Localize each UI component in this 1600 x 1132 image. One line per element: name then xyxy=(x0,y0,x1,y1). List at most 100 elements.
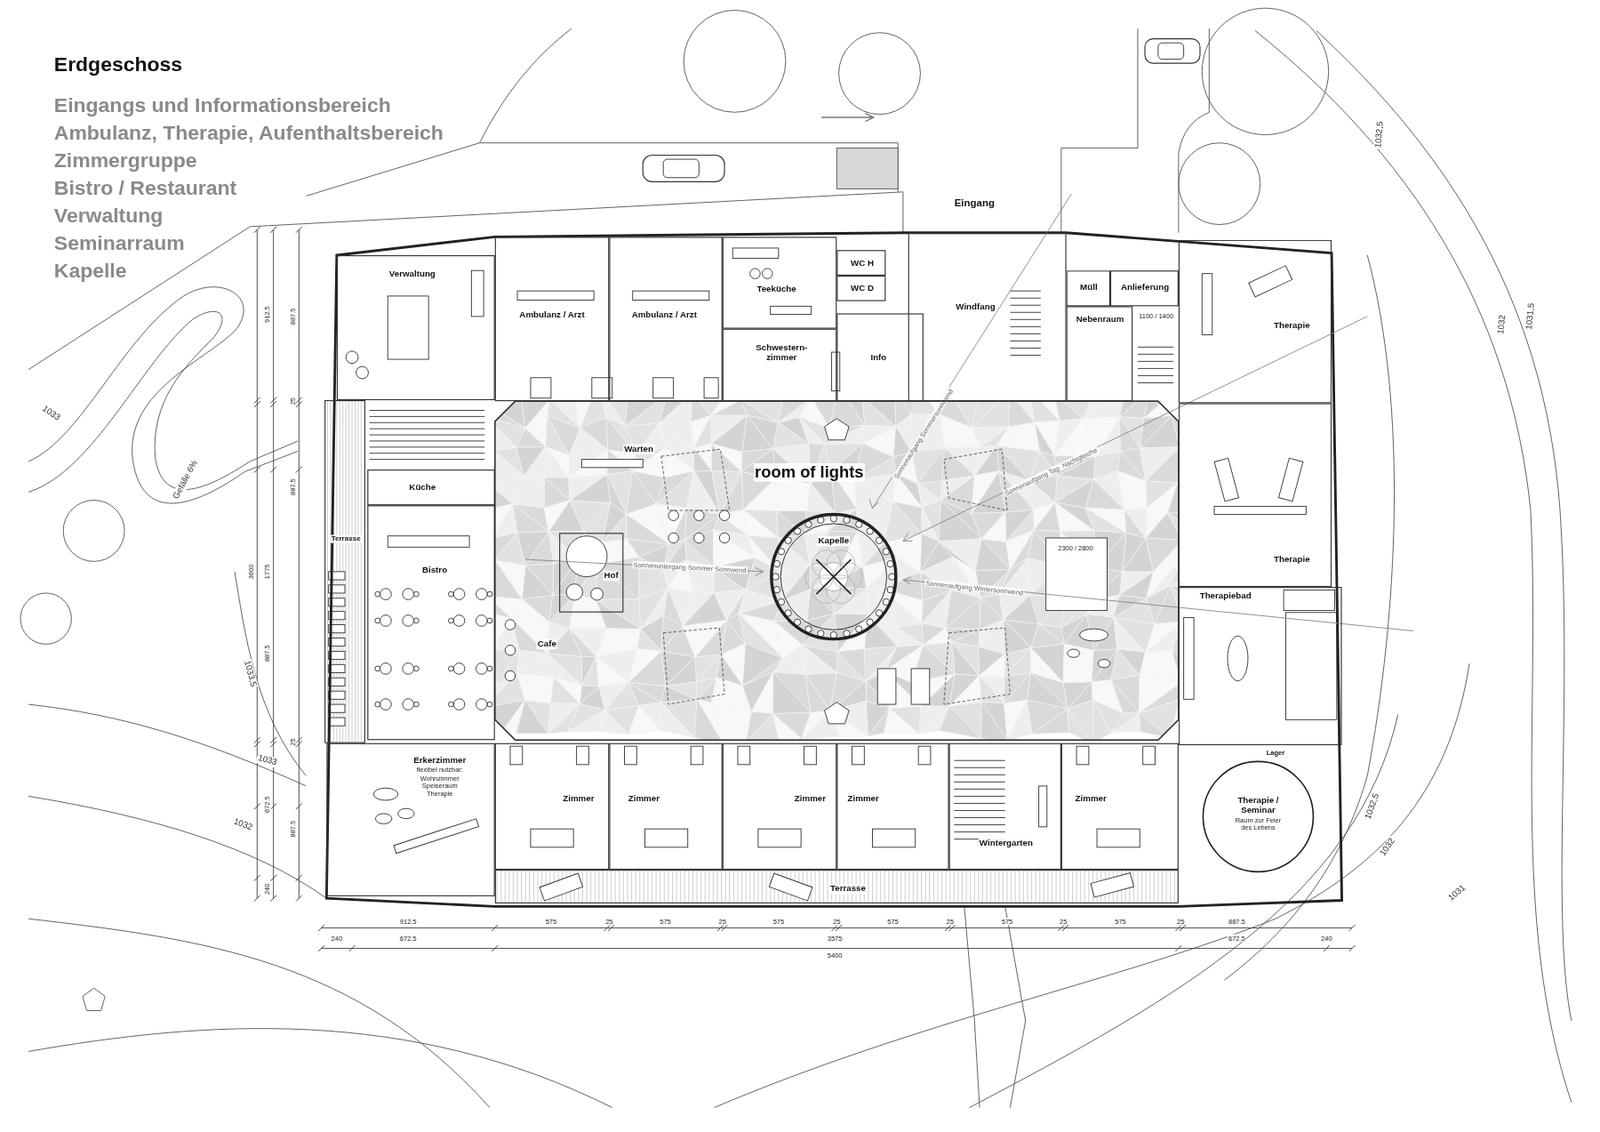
stair-tread xyxy=(1137,353,1174,355)
terrace-hatch xyxy=(936,870,938,903)
window-seat xyxy=(1143,745,1156,765)
stair-tread xyxy=(953,795,1005,797)
mosaic-tile xyxy=(802,645,838,675)
terrace-hatch xyxy=(586,870,588,903)
gravel-area xyxy=(836,147,898,189)
mosaic-tile xyxy=(978,675,1004,704)
stair-tread xyxy=(1137,346,1174,348)
room-text-group: Kapelle xyxy=(816,536,850,546)
table xyxy=(476,588,488,600)
pentagon-column xyxy=(824,418,850,440)
terrace-hatch xyxy=(917,870,919,903)
terrace-hatch xyxy=(892,870,894,903)
dimension: 25 xyxy=(288,736,297,747)
mosaic-tile xyxy=(939,705,982,738)
room-name: Zimmer xyxy=(627,793,662,804)
terrace-hatch xyxy=(590,870,592,903)
window-seat xyxy=(918,745,931,765)
stair-tread xyxy=(953,760,1005,761)
mosaic-tile xyxy=(521,565,553,600)
atrium-outline xyxy=(495,400,1179,740)
mosaic-tile xyxy=(595,600,640,630)
car xyxy=(642,154,725,182)
mosaic-tile xyxy=(827,508,857,531)
table xyxy=(402,615,415,627)
chair xyxy=(375,591,381,597)
room-name: Therapie / Seminar xyxy=(1230,795,1287,816)
terrace-hatch xyxy=(1145,870,1147,903)
chapel-column xyxy=(772,573,779,580)
clinic-room: Ambulanz / Arzt xyxy=(495,236,610,401)
sun-line xyxy=(869,193,1072,509)
contour-line xyxy=(714,663,1470,1107)
mosaic-tile xyxy=(775,478,807,511)
mosaic-tile xyxy=(1139,699,1181,738)
terrace-hatch xyxy=(1035,870,1037,903)
room-name: Bistro xyxy=(421,565,448,576)
dimension: 5400 xyxy=(826,951,844,960)
stair-tread xyxy=(369,422,486,424)
tree xyxy=(1201,8,1328,135)
mosaic-tile xyxy=(486,416,517,451)
mosaic-tile xyxy=(862,392,896,427)
mosaic-tile xyxy=(952,641,980,676)
nurses-room: Schwestern- zimmer xyxy=(722,328,838,402)
stair-tread xyxy=(369,434,486,436)
space-label: Cafe xyxy=(536,639,558,649)
utility-room: Nebenraum xyxy=(1066,305,1134,401)
room-name: WC D xyxy=(849,283,875,294)
table xyxy=(380,588,392,600)
bench xyxy=(393,818,480,854)
room-text-group: Zimmer xyxy=(627,793,662,804)
stool xyxy=(1067,648,1080,657)
window-seat xyxy=(1076,745,1089,765)
toilet: WC H xyxy=(836,249,886,276)
terrace-hatch xyxy=(1007,870,1008,903)
stair-tread xyxy=(953,767,1005,768)
mosaic-tile xyxy=(544,446,569,478)
entrance-label: Eingang xyxy=(953,197,997,209)
terrace-hatch xyxy=(1072,870,1073,903)
terrace-hatch xyxy=(512,870,514,903)
room-name: Zimmer xyxy=(561,793,596,804)
mosaic-tile xyxy=(661,699,698,738)
room-text-group: Info xyxy=(869,352,888,363)
room-name: Windfang xyxy=(954,302,997,312)
terrace-hatch xyxy=(966,870,968,903)
room-text-group: Therapie xyxy=(1272,553,1312,564)
window-seat xyxy=(737,745,751,765)
terrace-hatch xyxy=(631,870,632,903)
mosaic-tile xyxy=(690,415,712,448)
terrace-hatch xyxy=(357,400,359,742)
table xyxy=(402,588,415,600)
mosaic-tile xyxy=(1183,539,1207,571)
cafe-table xyxy=(504,645,515,656)
stair-tread xyxy=(369,458,486,460)
terrace-hatch xyxy=(969,870,971,903)
lounger xyxy=(877,668,896,704)
room-text-group: Anlieferung xyxy=(1120,282,1171,293)
turning-circle xyxy=(1178,143,1261,225)
area-heading: Zimmergruppe xyxy=(54,148,198,172)
stool xyxy=(375,813,392,824)
mosaic-tile xyxy=(567,703,605,732)
terrace-hatch xyxy=(818,870,820,903)
mosaic-tile xyxy=(516,699,549,734)
room-name: Zimmer xyxy=(1073,793,1108,804)
chair xyxy=(356,366,369,379)
room-outline xyxy=(770,512,897,640)
window-seat xyxy=(624,745,638,765)
ramp-path xyxy=(28,287,298,504)
area-heading: Eingangs und Informationsbereich xyxy=(54,93,392,117)
sun-lines xyxy=(525,193,1414,631)
room-name: Anlieferung xyxy=(1120,282,1171,293)
stair-tread xyxy=(1137,382,1174,384)
bed xyxy=(645,828,688,848)
mosaic-tile xyxy=(1168,482,1212,516)
terrace-hatch xyxy=(1047,870,1048,903)
chapel-column xyxy=(830,514,837,521)
mosaic-tile xyxy=(1085,507,1127,533)
circle-outline xyxy=(1202,760,1313,872)
chair xyxy=(345,351,359,364)
contour-line xyxy=(1255,30,1572,1102)
